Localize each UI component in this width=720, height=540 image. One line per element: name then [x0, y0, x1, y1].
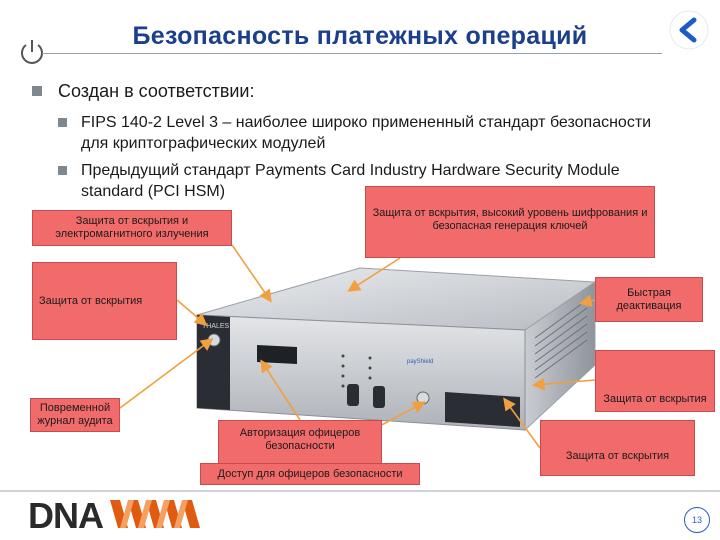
callout-officer-access: Доступ для офицеров безопасности	[200, 463, 420, 485]
dna-logo: DNA	[28, 495, 200, 534]
callout-tamper-right: Защита от вскрытия	[595, 350, 715, 412]
callout-tamper-encryption-keygen: Защита от вскрытия, высокий уровень шифр…	[365, 186, 655, 258]
footer-divider	[0, 490, 720, 492]
callout-tamper-left: Защита от вскрытия	[32, 262, 177, 340]
bullet-square-icon	[58, 118, 67, 127]
bullet-text: Предыдущий стандарт Payments Card Indust…	[81, 162, 620, 200]
bullet-level2: Предыдущий стандарт Payments Card Indust…	[58, 160, 682, 202]
bullet-level1: Создан в соответствии:	[32, 80, 682, 102]
power-icon	[21, 40, 43, 64]
device-brand: THALES	[202, 323, 230, 330]
callout-audit-log: Повременной журнал аудита	[30, 398, 120, 432]
callout-tamper-bottom: Защита от вскрытия	[540, 420, 695, 476]
bullet-text: FIPS 140-2 Level 3 – наиболее широко при…	[81, 114, 652, 152]
callout-officer-auth: Авторизация офицеров безопасности	[218, 420, 382, 468]
dna-logo-text: DNA	[28, 495, 104, 534]
bullet-list: Создан в соответствии: FIPS 140-2 Level …	[32, 80, 682, 208]
page-number: 13	[684, 507, 710, 533]
callout-tamper-emi: Защита от вскрытия и электромагнитного и…	[32, 210, 232, 246]
bullet-square-icon	[32, 86, 42, 96]
bullet-text: Создан в соответствии:	[58, 81, 255, 101]
bullet-square-icon	[58, 166, 67, 175]
header-divider	[42, 53, 662, 54]
chevron-logo-icon	[669, 10, 709, 50]
bullet-level2: FIPS 140-2 Level 3 – наиболее широко при…	[58, 112, 682, 154]
device-model: payShield	[407, 359, 433, 365]
slide-title: Безопасность платежных операций	[132, 22, 588, 50]
callout-fast-deactivation: Быстрая деактивация	[595, 277, 703, 322]
